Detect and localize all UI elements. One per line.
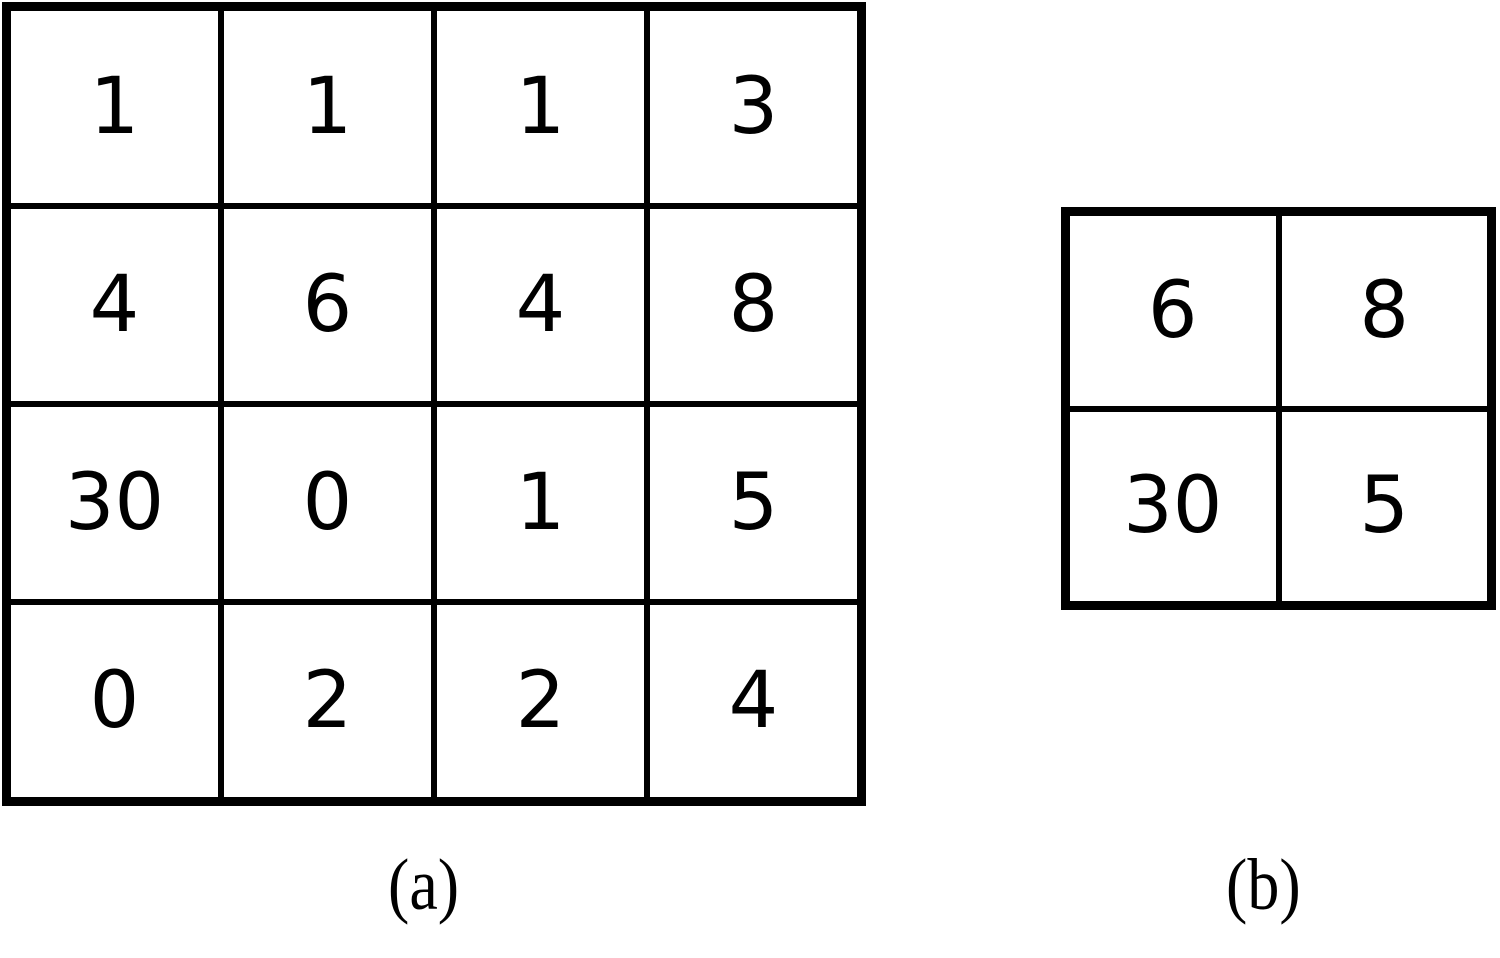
matrix-b-cell: 5 xyxy=(1278,408,1490,604)
matrix-a-cell: 0 xyxy=(8,602,221,800)
matrix-a-cell: 6 xyxy=(221,206,434,404)
matrix-a-cell: 8 xyxy=(647,206,860,404)
pooled-matrix-2x2: 6 8 30 5 xyxy=(1061,207,1496,610)
matrix-a-cell: 1 xyxy=(434,404,647,602)
matrix-b-cell: 6 xyxy=(1067,213,1279,409)
matrix-a-cell: 4 xyxy=(434,206,647,404)
input-matrix-4x4: 1 1 1 3 4 6 4 8 30 0 1 5 0 2 2 4 xyxy=(2,2,866,806)
matrix-b-cell: 8 xyxy=(1278,213,1490,409)
matrix-a-cell: 30 xyxy=(8,404,221,602)
matrix-a-cell: 5 xyxy=(647,404,860,602)
caption-b: (b) xyxy=(1226,843,1301,926)
matrix-a-cell: 3 xyxy=(647,8,860,206)
matrix-a-cell: 2 xyxy=(221,602,434,800)
matrix-a-cell: 4 xyxy=(8,206,221,404)
matrix-a-cell: 2 xyxy=(434,602,647,800)
matrix-a-cell: 1 xyxy=(8,8,221,206)
matrix-a-cell: 1 xyxy=(434,8,647,206)
matrix-a-cell: 1 xyxy=(221,8,434,206)
matrix-a-cell: 0 xyxy=(221,404,434,602)
matrix-b-cell: 30 xyxy=(1067,408,1279,604)
caption-a: (a) xyxy=(388,843,460,926)
matrix-a-cell: 4 xyxy=(647,602,860,800)
